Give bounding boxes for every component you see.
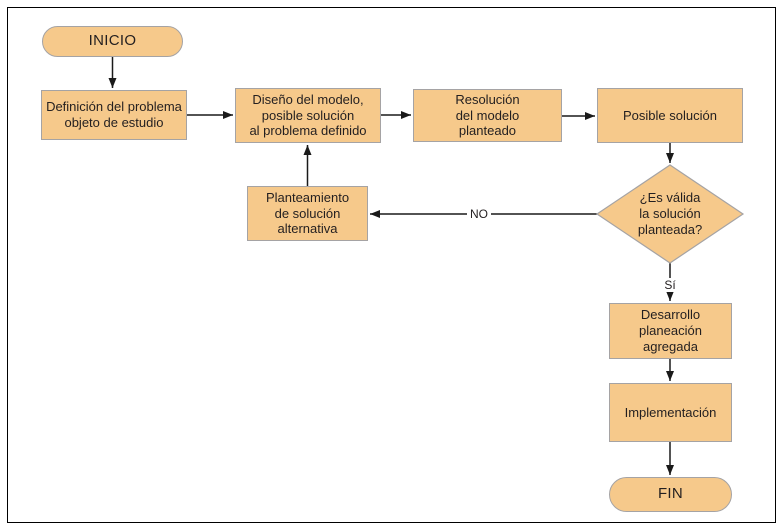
node-posible-solucion-label: Posible solución [623, 107, 717, 123]
node-definicion-problema: Definición del problema objeto de estudi… [41, 90, 187, 140]
node-decision-es-valida-label: ¿Es válida la solución planteada? [637, 190, 703, 237]
diagram-frame [7, 7, 776, 523]
node-resolucion-modelo: Resolución del modelo planteado [413, 89, 562, 142]
node-planteamiento-alternativa-label: Planteamiento de solución alternativa [265, 189, 350, 237]
node-desarrollo-planeacion-label: Desarrollo planeación agregada [639, 307, 702, 354]
node-definicion-problema-label: Definición del problema objeto de estudi… [46, 99, 182, 130]
node-implementacion-label: Implementación [624, 404, 717, 420]
node-planteamiento-alternativa: Planteamiento de solución alternativa [247, 186, 368, 241]
node-decision-es-valida: ¿Es válida la solución planteada? [600, 178, 740, 250]
edge-label-si: Sí [661, 278, 679, 292]
node-posible-solucion: Posible solución [597, 88, 743, 143]
node-desarrollo-planeacion: Desarrollo planeación agregada [609, 303, 732, 359]
edge-label-no: NO [467, 207, 491, 221]
node-implementacion: Implementación [609, 383, 732, 442]
node-diseno-modelo-label: Diseño del modelo, posible solución al p… [249, 91, 367, 139]
node-diseno-modelo: Diseño del modelo, posible solución al p… [235, 88, 381, 143]
node-fin: FIN [609, 477, 732, 512]
node-inicio: INICIO [42, 26, 183, 57]
node-resolucion-modelo-label: Resolución del modelo planteado [455, 91, 520, 139]
node-fin-label: FIN [657, 485, 684, 503]
decision-diamond-shape [595, 164, 745, 264]
node-inicio-label: INICIO [88, 32, 137, 50]
